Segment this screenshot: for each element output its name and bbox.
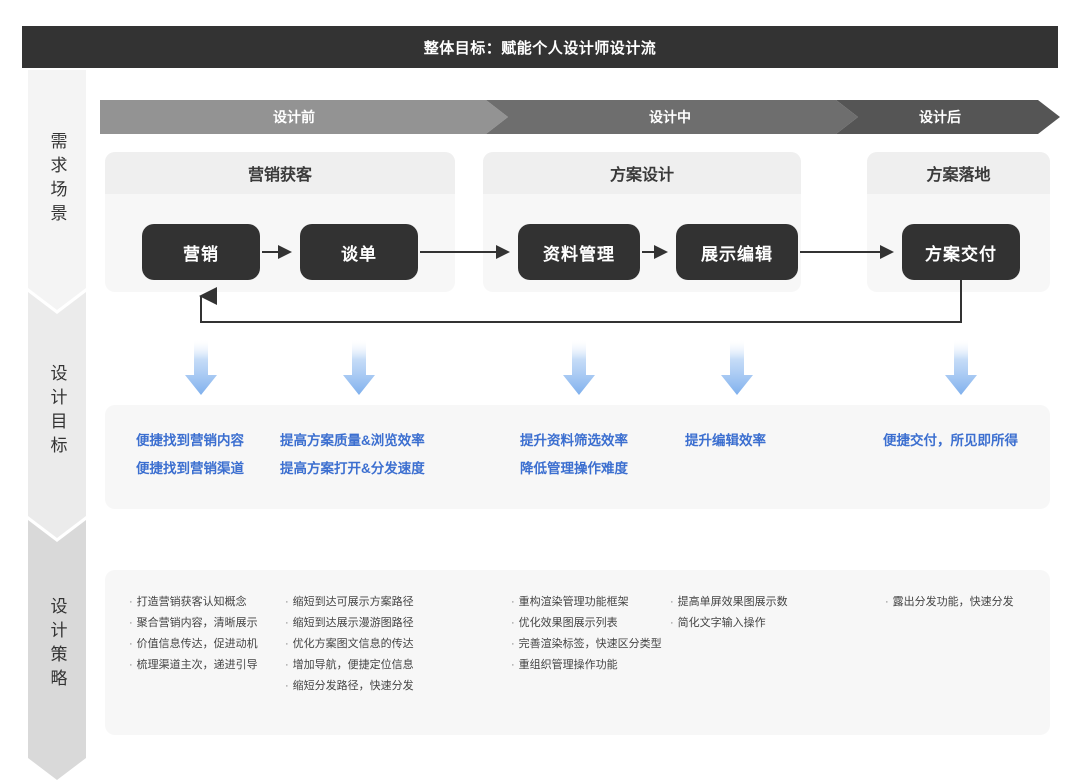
strategy-item: ·缩短到达可展示方案路径 <box>285 592 414 613</box>
group-title-scheme-design: 方案设计 <box>483 152 801 194</box>
strategy-text: 增加导航，便捷定位信息 <box>292 659 414 671</box>
strategy-text: 优化方案图文信息的传达 <box>292 638 414 650</box>
strategy-item: ·完善渲染标签，快速区分类型 <box>511 634 662 655</box>
bullet-icon: · <box>511 659 515 671</box>
down-arrow-display-editing <box>721 340 753 395</box>
stage-before-design: 设计前 <box>100 100 508 134</box>
rail-section-demand-scenario: 需求场景 <box>28 70 86 310</box>
strategy-column-display-editing: ·提高单屏效果图展示数 ·简化文字输入操作 <box>670 592 788 634</box>
bullet-icon: · <box>511 617 515 629</box>
stage-label-during-design: 设计中 <box>649 109 691 125</box>
goal-item: 提升编辑效率 <box>685 433 766 448</box>
bullet-icon: · <box>885 596 889 608</box>
strategy-item: ·提高单屏效果图展示数 <box>670 592 788 613</box>
strategy-text: 聚合营销内容，清晰展示 <box>136 617 258 629</box>
strategy-text: 梳理渠道主次，递进引导 <box>136 659 258 671</box>
goal-item: 降低管理操作难度 <box>520 461 628 476</box>
strategy-text: 完善渲染标签，快速区分类型 <box>518 638 662 650</box>
node-scheme-delivery[interactable]: 方案交付 <box>902 224 1020 280</box>
down-arrow-negotiation <box>343 340 375 395</box>
stage-during-design: 设计中 <box>486 100 858 134</box>
goal-item: 提高方案质量&浏览效率 <box>280 433 425 448</box>
bullet-icon: · <box>285 659 289 671</box>
stage-label-after-design: 设计后 <box>919 109 961 125</box>
design-strategies-panel: ·打造营销获客认知概念 ·聚合营销内容，清晰展示 ·价值信息传达，促进动机 ·梳… <box>105 570 1050 735</box>
stage-label-before-design: 设计前 <box>273 109 315 125</box>
bullet-icon: · <box>129 659 133 671</box>
strategy-text: 缩短分发路径，快速分发 <box>292 680 414 692</box>
rail-label-design-goal: 设计目标 <box>47 364 67 460</box>
strategy-column-marketing: ·打造营销获客认知概念 ·聚合营销内容，清晰展示 ·价值信息传达，促进动机 ·梳… <box>129 592 258 676</box>
bullet-icon: · <box>285 617 289 629</box>
goal-column-marketing: 便捷找到营销内容 便捷找到营销渠道 <box>136 427 244 483</box>
node-negotiation[interactable]: 谈单 <box>300 224 418 280</box>
strategy-item: ·缩短分发路径，快速分发 <box>285 676 414 697</box>
strategy-text: 缩短到达可展示方案路径 <box>292 596 414 608</box>
left-rail: 需求场景 设计目标 设计策略 <box>28 70 86 780</box>
rail-label-demand-scenario: 需求场景 <box>47 132 67 228</box>
strategy-item: ·价值信息传达，促进动机 <box>129 634 258 655</box>
strategy-item: ·增加导航，便捷定位信息 <box>285 655 414 676</box>
strategy-item: ·优化方案图文信息的传达 <box>285 634 414 655</box>
strategy-item: ·露出分发功能，快速分发 <box>885 592 1014 613</box>
bullet-icon: · <box>285 680 289 692</box>
strategy-item: ·重组织管理操作功能 <box>511 655 662 676</box>
node-display-editing[interactable]: 展示编辑 <box>676 224 798 280</box>
bullet-icon: · <box>129 596 133 608</box>
strategy-text: 价值信息传达，促进动机 <box>136 638 258 650</box>
strategy-item: ·重构渲染管理功能框架 <box>511 592 662 613</box>
bullet-icon: · <box>285 596 289 608</box>
overall-goal-title-bar: 整体目标：赋能个人设计师设计流 <box>22 26 1058 68</box>
goal-item: 便捷交付，所见即所得 <box>883 433 1018 448</box>
strategy-text: 优化效果图展示列表 <box>518 617 618 629</box>
strategy-text: 缩短到达展示漫游图路径 <box>292 617 414 629</box>
group-title-scheme-delivery: 方案落地 <box>867 152 1050 194</box>
node-marketing[interactable]: 营销 <box>142 224 260 280</box>
goal-column-scheme-delivery: 便捷交付，所见即所得 <box>883 427 1018 455</box>
down-arrow-marketing <box>185 340 217 395</box>
goal-item: 便捷找到营销渠道 <box>136 461 244 476</box>
goal-column-negotiation: 提高方案质量&浏览效率 提高方案打开&分发速度 <box>280 427 425 483</box>
goal-item: 便捷找到营销内容 <box>136 433 244 448</box>
strategy-item: ·聚合营销内容，清晰展示 <box>129 613 258 634</box>
node-material-management[interactable]: 资料管理 <box>518 224 640 280</box>
strategy-item: ·优化效果图展示列表 <box>511 613 662 634</box>
goal-item: 提高方案打开&分发速度 <box>280 461 425 476</box>
down-arrow-scheme-delivery <box>945 340 977 395</box>
page-title: 整体目标：赋能个人设计师设计流 <box>423 39 657 57</box>
strategy-column-scheme-delivery: ·露出分发功能，快速分发 <box>885 592 1014 613</box>
strategy-item: ·梳理渠道主次，递进引导 <box>129 655 258 676</box>
bullet-icon: · <box>285 638 289 650</box>
design-goals-panel: 便捷找到营销内容 便捷找到营销渠道 提高方案质量&浏览效率 提高方案打开&分发速… <box>105 405 1050 509</box>
strategy-text: 重构渲染管理功能框架 <box>518 596 629 608</box>
strategy-column-material-management: ·重构渲染管理功能框架 ·优化效果图展示列表 ·完善渲染标签，快速区分类型 ·重… <box>511 592 662 676</box>
strategy-item: ·简化文字输入操作 <box>670 613 788 634</box>
strategy-column-negotiation: ·缩短到达可展示方案路径 ·缩短到达展示漫游图路径 ·优化方案图文信息的传达 ·… <box>285 592 414 697</box>
strategy-text: 重组织管理操作功能 <box>518 659 618 671</box>
bullet-icon: · <box>129 617 133 629</box>
bullet-icon: · <box>511 638 515 650</box>
rail-section-design-goal: 设计目标 <box>28 292 86 538</box>
bullet-icon: · <box>670 617 674 629</box>
bullet-icon: · <box>511 596 515 608</box>
goal-column-display-editing: 提升编辑效率 <box>685 427 766 455</box>
bullet-icon: · <box>129 638 133 650</box>
strategy-text: 简化文字输入操作 <box>677 617 766 629</box>
down-arrow-material-management <box>563 340 595 395</box>
strategy-text: 打造营销获客认知概念 <box>136 596 247 608</box>
strategy-text: 露出分发功能，快速分发 <box>892 596 1014 608</box>
group-title-marketing-acquisition: 营销获客 <box>105 152 455 194</box>
strategy-text: 提高单屏效果图展示数 <box>677 596 788 608</box>
rail-label-design-strategy: 设计策略 <box>47 597 67 693</box>
strategy-item: ·打造营销获客认知概念 <box>129 592 258 613</box>
strategy-item: ·缩短到达展示漫游图路径 <box>285 613 414 634</box>
goal-column-material-management: 提升资料筛选效率 降低管理操作难度 <box>520 427 628 483</box>
bullet-icon: · <box>670 596 674 608</box>
stage-after-design: 设计后 <box>836 100 1060 134</box>
goal-item: 提升资料筛选效率 <box>520 433 628 448</box>
stage-chevron-bar: 设计前 设计中 设计后 <box>100 100 1060 134</box>
rail-section-design-strategy: 设计策略 <box>28 520 86 780</box>
